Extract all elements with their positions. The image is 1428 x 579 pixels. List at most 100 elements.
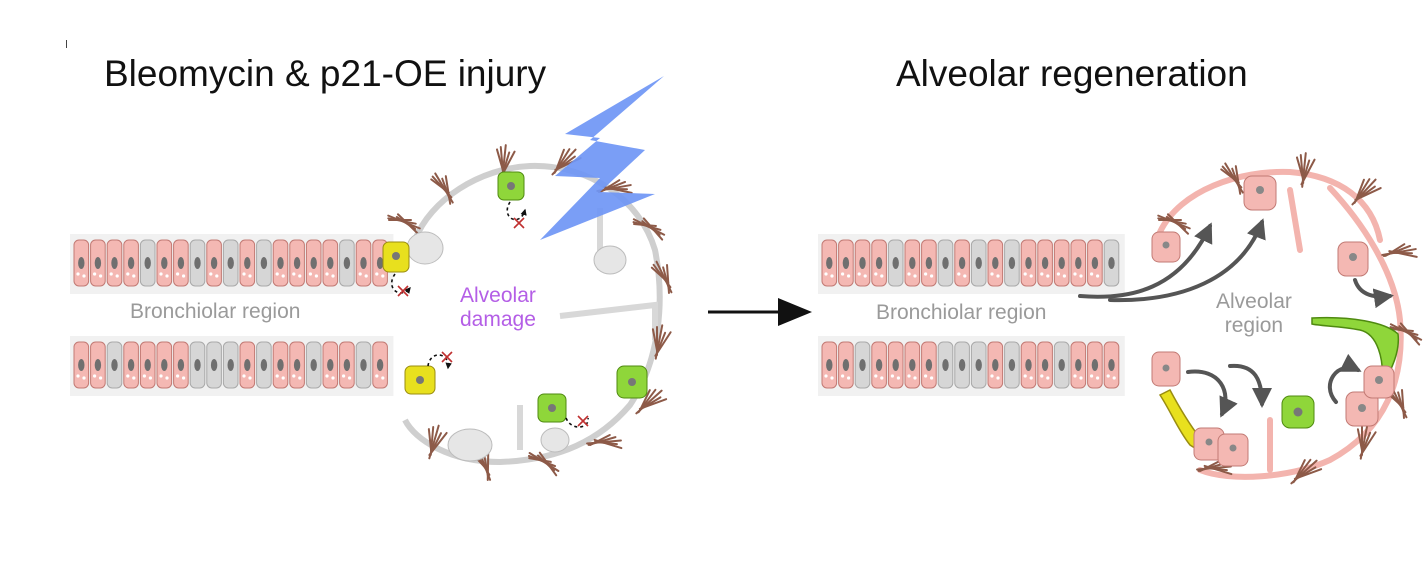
granule	[375, 272, 379, 276]
granule	[907, 374, 911, 378]
granule	[176, 272, 180, 276]
granule	[1029, 376, 1033, 380]
cell-nucleus	[925, 257, 933, 269]
collagen-fiber	[1293, 468, 1323, 480]
cell-nucleus	[310, 359, 317, 371]
granule	[1046, 274, 1050, 278]
cell-nucleus	[260, 257, 268, 269]
cell-nucleus	[1025, 359, 1032, 371]
granule	[847, 376, 851, 380]
cell-nucleus	[177, 257, 185, 269]
granule	[99, 274, 103, 278]
granule	[248, 274, 252, 278]
damaged-cells	[406, 231, 627, 462]
granule	[874, 272, 878, 276]
cell-nucleus	[161, 359, 168, 371]
granule	[76, 272, 80, 276]
cell-nucleus	[842, 359, 850, 371]
granule	[209, 272, 213, 276]
granule	[913, 376, 917, 380]
collagen-fiber	[1203, 464, 1233, 476]
granule	[281, 376, 285, 380]
cell-nucleus	[111, 359, 118, 371]
granule	[1046, 376, 1050, 380]
cell-nucleus	[1025, 257, 1032, 269]
granule	[148, 376, 152, 380]
cell-nucleus	[1075, 257, 1082, 269]
granule	[292, 374, 296, 378]
cell-nucleus	[194, 359, 201, 371]
cell-nucleus	[875, 359, 883, 371]
granule	[325, 374, 329, 378]
collagen-fiber	[1388, 250, 1418, 258]
fibroblast-bundles-right	[1157, 152, 1423, 485]
granule	[1029, 274, 1033, 278]
granule	[126, 272, 130, 276]
granule	[242, 272, 246, 276]
at2-cell-right	[616, 365, 648, 399]
granule	[830, 274, 834, 278]
label-alveolar-region-line2: region	[1224, 314, 1284, 337]
granule	[1040, 272, 1044, 276]
cell-nucleus	[277, 359, 284, 371]
granule	[1106, 374, 1110, 378]
granule	[142, 374, 146, 378]
cell-nucleus	[360, 257, 367, 269]
granule	[281, 274, 285, 278]
granule	[115, 274, 119, 278]
granule	[275, 272, 279, 276]
cell-nucleus	[992, 257, 999, 269]
cell-nucleus	[942, 257, 949, 269]
corner-mark	[66, 40, 67, 48]
cell-nucleus	[227, 359, 234, 371]
cell-nucleus	[975, 257, 982, 269]
cell-nucleus	[327, 359, 334, 371]
granule	[82, 376, 86, 380]
collagen-fiber	[642, 217, 664, 241]
collagen-fiber	[603, 186, 633, 194]
granule	[331, 274, 335, 278]
collagen-fiber	[444, 175, 452, 205]
cell-nucleus	[925, 359, 933, 371]
granule	[924, 272, 928, 276]
granule	[132, 274, 136, 278]
cell-nucleus	[194, 257, 201, 269]
granule	[298, 274, 302, 278]
right-panel	[818, 152, 1423, 485]
granule	[1062, 274, 1066, 278]
granule	[176, 374, 180, 378]
airway-left-lower	[70, 336, 394, 396]
collagen-fiber	[1234, 165, 1242, 195]
granule	[358, 272, 362, 276]
granule	[126, 374, 130, 378]
granule	[82, 274, 86, 278]
cell-nucleus	[909, 359, 916, 371]
basal-cell-upper	[382, 241, 410, 273]
granule	[990, 272, 994, 276]
cell-nucleus	[210, 359, 218, 371]
granule	[896, 376, 901, 380]
granule	[93, 374, 97, 378]
granule	[1096, 376, 1100, 380]
cell-nucleus	[909, 257, 916, 269]
collagen-fiber	[593, 438, 623, 450]
label-alveolar-damage-line1: Alveolar	[460, 284, 536, 307]
granule	[132, 376, 136, 380]
granule	[381, 274, 385, 278]
granule	[159, 374, 163, 378]
cell-nucleus	[892, 359, 899, 371]
granule	[375, 374, 379, 378]
cell-nucleus	[1058, 257, 1065, 269]
granule	[857, 272, 861, 276]
collagen-fiber	[1300, 158, 1316, 186]
granule	[874, 374, 878, 378]
cell-nucleus	[942, 359, 949, 371]
cell-nucleus	[277, 257, 284, 269]
differentiation-arrows	[1078, 218, 1394, 418]
granule	[99, 376, 103, 380]
cell-nucleus	[78, 359, 85, 371]
collagen-fiber	[654, 331, 672, 357]
cell-nucleus	[1091, 257, 1099, 269]
cell-nucleus	[842, 257, 850, 269]
left-panel	[70, 76, 673, 481]
